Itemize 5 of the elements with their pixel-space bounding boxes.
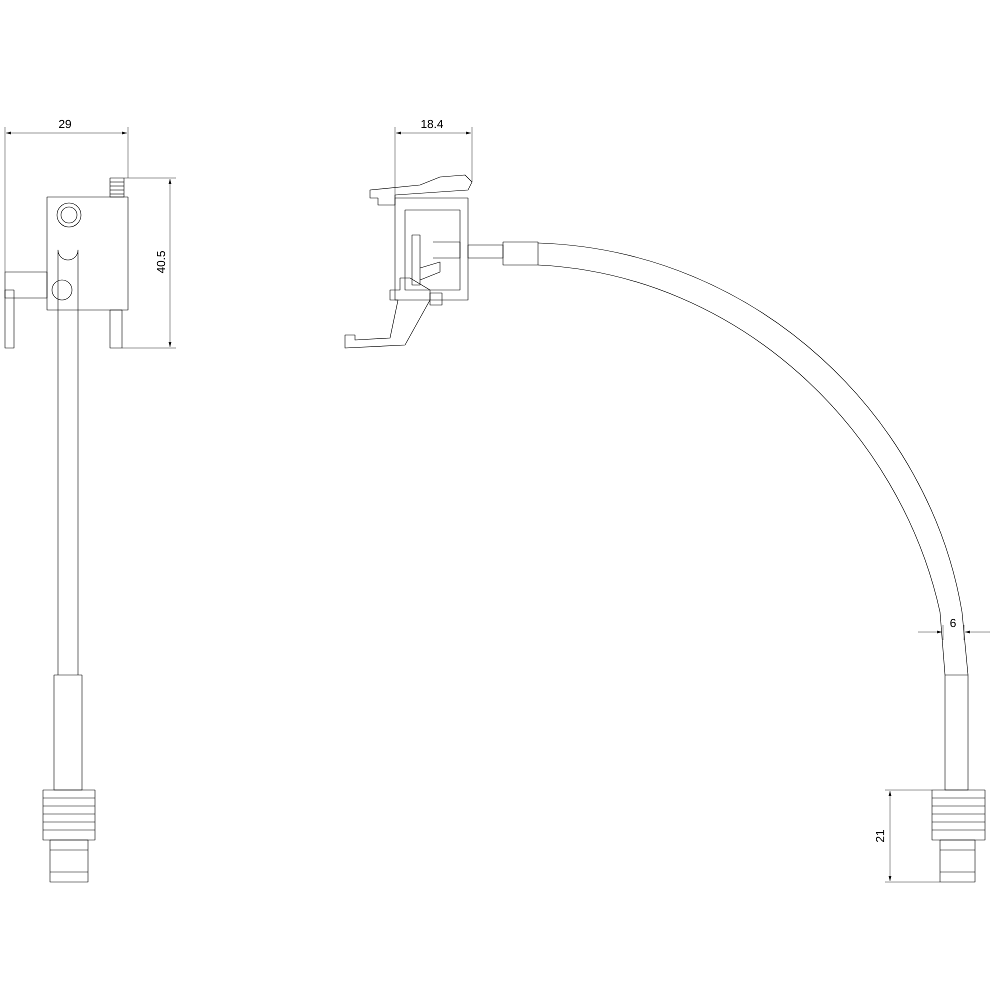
dimension-label: 40.5 bbox=[156, 251, 166, 274]
dimension-label: 18.4 bbox=[422, 120, 444, 128]
dimension-label: 21 bbox=[876, 830, 884, 842]
dimension-label: 29 bbox=[59, 120, 71, 128]
dimension-label: 6 bbox=[950, 618, 956, 628]
